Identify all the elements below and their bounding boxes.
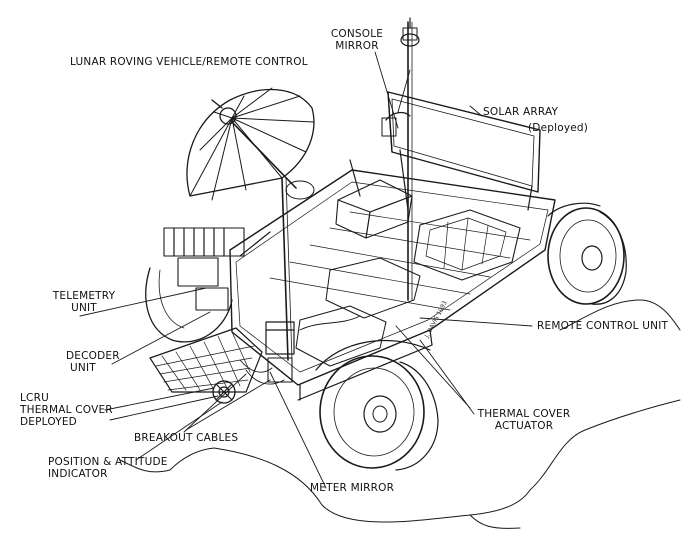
console-box [335, 159, 413, 239]
lcru-line-2: THERMAL COVER [20, 404, 113, 416]
position-attitude-line-2: INDICATOR [48, 468, 108, 480]
decoder-unit-label: DECODER UNIT [66, 350, 120, 374]
ground-outline [119, 399, 681, 529]
lcru-line-1: LCRU [20, 392, 49, 404]
chassis-deck [229, 169, 556, 401]
thermal-cover-actuator-line-2: ACTUATOR [494, 420, 554, 432]
telemetry-unit-label: TELEMETRY UNIT [48, 290, 120, 314]
rear-fender [547, 202, 601, 217]
front-fender [315, 339, 431, 371]
ground-shadow-right [559, 299, 681, 331]
seats [295, 209, 521, 367]
solar-array-state-label: (Deployed) [528, 122, 589, 134]
leader-lines [79, 51, 533, 489]
diagram-title: LUNAR ROVING VEHICLE/REMOTE CONTROL [70, 56, 308, 68]
breakout-cables-drawing [239, 315, 361, 385]
solar-array-label: SOLAR ARRAY [483, 106, 559, 118]
high-gain-antenna [186, 87, 315, 201]
remote-control-unit-label: REMOTE CONTROL UNIT [537, 320, 669, 332]
thermal-cover-actuator-label: THERMAL COVER ACTUATOR [472, 408, 576, 432]
solar-array-panel [387, 91, 541, 211]
lcru-grid [149, 327, 263, 393]
electronics-stack [163, 227, 271, 311]
console-mast [381, 17, 420, 301]
attitude-indicator [212, 380, 236, 404]
decoder-unit-line-1: DECODER [66, 350, 120, 362]
console-mirror-line-1: CONSOLE [330, 28, 384, 40]
meter-mirror-label: METER MIRROR [310, 482, 395, 494]
console-mirror-line-2: MIRROR [335, 40, 379, 52]
thermal-cover-actuator-line-1: THERMAL COVER [477, 408, 571, 420]
telemetry-unit-line-2: UNIT [71, 302, 97, 314]
lcru-thermal-cover-label: LCRU THERMAL COVER DEPLOYED [20, 392, 113, 428]
left-front-wheel [145, 267, 233, 343]
right-front-wheel [319, 355, 439, 471]
breakout-cables-label: BREAKOUT CABLES [134, 432, 239, 444]
telemetry-unit-line-1: TELEMETRY [52, 290, 116, 302]
right-rear-wheel [547, 207, 627, 305]
position-attitude-line-1: POSITION & ATTITUDE [48, 456, 168, 468]
lcru-line-3: DEPLOYED [20, 416, 77, 428]
console-mirror-label: CONSOLE MIRROR [325, 28, 389, 52]
decoder-unit-line-2: UNIT [70, 362, 96, 374]
position-attitude-indicator-label: POSITION & ATTITUDE INDICATOR [48, 456, 168, 480]
